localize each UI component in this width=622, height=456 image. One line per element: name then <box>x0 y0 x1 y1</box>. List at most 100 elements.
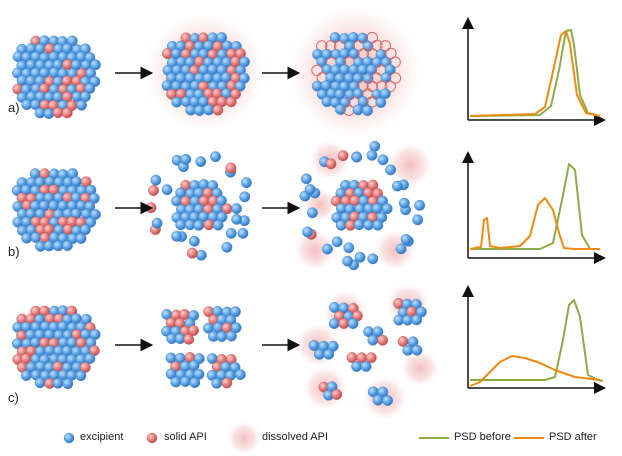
solid-api-particle <box>80 176 92 188</box>
excipient-particle <box>84 353 96 364</box>
dissolving-api-particle <box>389 56 401 68</box>
excipient-particle <box>372 326 384 338</box>
excipient-particle <box>377 154 389 166</box>
excipient-particle <box>354 251 366 263</box>
excipient-particle <box>171 96 183 108</box>
solid-api-particle <box>337 150 349 162</box>
excipient-particle <box>375 97 387 108</box>
legend-solid-api-label: solid API <box>164 431 207 443</box>
solid-api-particle <box>212 104 224 116</box>
dissolving-api-particle <box>379 40 392 52</box>
dissolved-api-halo <box>386 141 434 189</box>
excipient-particle <box>347 318 359 329</box>
excipient-particle <box>21 232 33 244</box>
excipient-particle <box>76 99 87 111</box>
excipient-particle <box>230 306 241 318</box>
solid-api-particle <box>52 107 64 118</box>
excipient-particle <box>369 140 381 152</box>
solid-api-particle <box>331 389 343 400</box>
excipient-particle <box>372 219 384 231</box>
solid-api-particle <box>203 219 215 231</box>
excipient-particle <box>212 219 224 231</box>
dissolving-api-particle <box>389 72 402 84</box>
excipient-particle <box>195 156 207 168</box>
excipient-particle <box>180 153 192 165</box>
dissolving-api-particle <box>371 39 383 52</box>
excipient-particle <box>331 236 343 248</box>
excipient-particle <box>52 377 64 389</box>
excipient-particle <box>391 180 403 192</box>
excipient-particle <box>90 59 101 71</box>
excipient-particle <box>411 344 423 356</box>
excipient-particle <box>328 318 340 329</box>
excipient-particle <box>34 377 46 389</box>
excipient-particle <box>348 48 360 60</box>
excipient-particle <box>52 240 64 252</box>
excipient-particle <box>230 322 242 334</box>
excipient-particle <box>234 369 246 380</box>
excipient-particle <box>75 233 87 244</box>
excipient-particle <box>322 243 333 255</box>
excipient-particle <box>203 104 215 116</box>
excipient-particle <box>353 219 365 231</box>
legend-psd-after-label: PSD after <box>549 431 597 443</box>
solid-api-particle <box>148 185 159 196</box>
row-label-c: c) <box>8 390 19 405</box>
solid-api-particle <box>188 325 199 336</box>
process-arrows <box>115 66 301 352</box>
excipient-particle <box>366 149 378 161</box>
legend-dissolved-api-swatch <box>226 420 262 456</box>
solid-api-particle <box>377 334 388 346</box>
excipient-particle <box>363 219 374 231</box>
solid-api-particle <box>183 333 195 345</box>
excipient-particle <box>398 197 410 209</box>
psd-after-curve <box>469 355 601 387</box>
excipient-particle <box>188 235 200 247</box>
dissolved-api-halo <box>293 228 337 272</box>
psd-before-curve <box>470 163 600 250</box>
excipient-particle <box>307 207 318 219</box>
legend-excipient-label: excipient <box>80 431 124 443</box>
legend-solid-api-swatch <box>146 432 158 444</box>
excipient-particle <box>62 378 74 390</box>
dissolved-api-halo <box>373 228 417 272</box>
excipient-particle <box>411 314 423 326</box>
excipient-particle <box>170 376 182 388</box>
excipient-particle <box>225 227 237 239</box>
solid-api-particle <box>365 352 377 364</box>
legend-excipient-swatch <box>63 432 75 444</box>
excipient-particle <box>352 104 364 116</box>
solid-api-particle <box>338 318 350 329</box>
excipient-particle <box>221 241 233 253</box>
solid-api-particle <box>221 377 233 389</box>
psd-before-curve <box>469 29 601 117</box>
excipient-particle <box>194 105 205 116</box>
excipient-particle <box>304 184 316 195</box>
excipient-particle <box>379 88 391 100</box>
particles <box>11 31 427 406</box>
excipient-particle <box>351 151 363 163</box>
excipient-particle <box>161 184 173 196</box>
excipient-particle <box>335 104 346 115</box>
row-label-b: b) <box>8 244 20 259</box>
excipient-particle <box>189 377 201 388</box>
excipient-particle <box>175 219 187 231</box>
excipient-particle <box>195 249 207 261</box>
legend-psd-before-label: PSD before <box>454 431 511 443</box>
row-label-a: a) <box>8 100 20 115</box>
excipient-particle <box>381 203 393 215</box>
excipient-particle <box>43 108 55 119</box>
excipient-particle <box>402 344 414 356</box>
excipient-particle <box>402 314 413 326</box>
excipient-particle <box>179 376 191 387</box>
excipient-particle <box>216 331 228 342</box>
excipient-particle <box>231 213 243 225</box>
excipient-particle <box>351 361 362 372</box>
excipient-particle <box>150 174 162 186</box>
excipient-particle <box>367 334 379 346</box>
excipient-particle <box>302 226 313 238</box>
solid-api-particle <box>225 162 237 174</box>
excipient-particle <box>343 242 355 254</box>
excipient-particle <box>377 386 389 398</box>
